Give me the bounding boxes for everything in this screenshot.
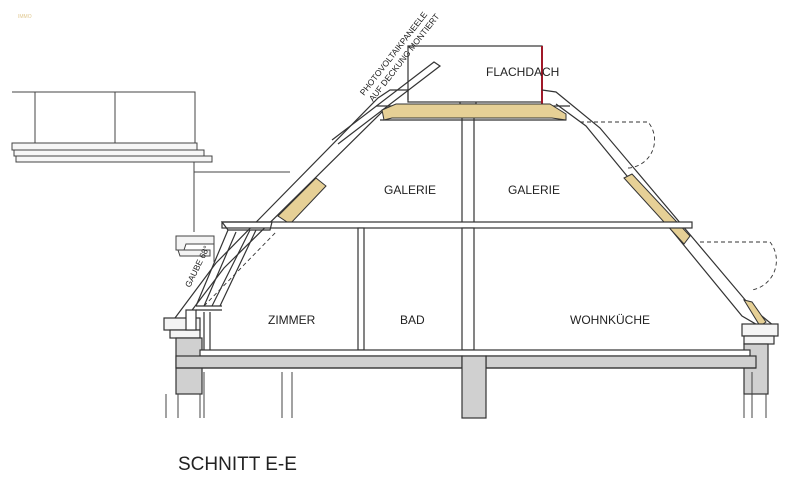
room-label-galerie-right: GALERIE (508, 183, 560, 197)
interior-walls (203, 227, 475, 351)
dormer (195, 221, 273, 311)
left-parapet (163, 309, 203, 395)
lower-walls (165, 372, 767, 418)
watermark: IMMO (18, 14, 32, 20)
room-label-flachdach: FLACHDACH (486, 65, 559, 79)
right-parapet (741, 323, 779, 395)
room-label-galerie-left: GALERIE (384, 183, 436, 197)
upper-floor (221, 221, 693, 229)
neighbour-building (11, 91, 290, 232)
roof-insulation (277, 103, 767, 327)
floor-slab (175, 349, 757, 419)
section-title: SCHNITT E-E (178, 454, 297, 475)
room-label-zimmer: ZIMMER (268, 313, 316, 327)
room-label-wohnkueche: WOHNKÜCHE (570, 313, 650, 327)
window-swing-arcs (203, 121, 777, 307)
eave-profile-left (175, 235, 215, 262)
room-label-bad: BAD (400, 313, 425, 327)
